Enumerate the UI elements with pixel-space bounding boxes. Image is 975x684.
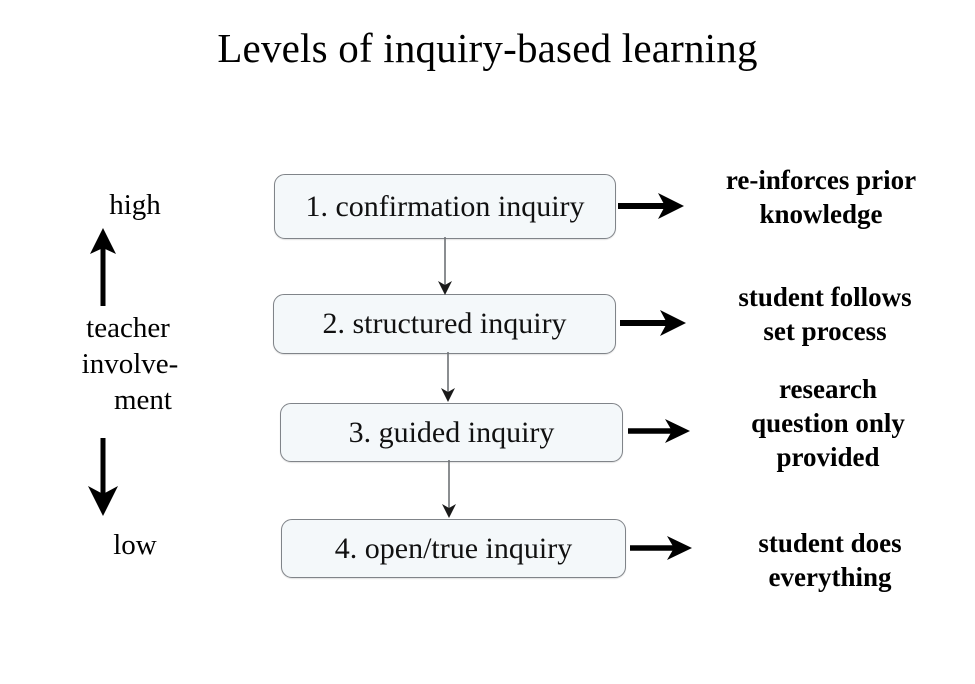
outcome-2-line-2: set process — [763, 316, 887, 346]
teacher-involvement-axis: high teacher involve- ment low — [30, 170, 240, 590]
axis-label-low: low — [113, 529, 157, 561]
outcome-label-2: student follows set process — [684, 280, 966, 348]
outcome-1-line-1: re-inforces prior — [725, 165, 917, 195]
arrow-right-icon-4 — [630, 531, 700, 565]
axis-label-line-3: ment — [114, 384, 172, 416]
outcome-3-line-2: question only — [751, 408, 905, 438]
arrow-right-icon-2 — [620, 306, 690, 340]
outcome-3-line-1: research — [779, 374, 877, 404]
outcome-label-3: research question only provided — [690, 372, 966, 474]
arrow-up-icon — [30, 226, 240, 306]
arrow-right-icon-1 — [618, 189, 688, 223]
flow-step-box-3[interactable]: 3. guided inquiry — [280, 403, 623, 462]
flow-step-box-4[interactable]: 4. open/true inquiry — [281, 519, 626, 578]
connector-arrow-step2-step3 — [436, 352, 460, 412]
axis-label-teacher-involvement: teacher involve- ment — [30, 310, 240, 418]
outcome-2-line-1: student follows — [738, 282, 912, 312]
axis-label-high: high — [109, 189, 161, 221]
outcome-label-1: re-inforces prior knowledge — [680, 163, 962, 231]
flow-step-box-1[interactable]: 1. confirmation inquiry — [274, 174, 616, 239]
outcome-4-line-2: everything — [768, 562, 892, 592]
outcome-3-line-3: provided — [776, 442, 880, 472]
page-title: Levels of inquiry-based learning — [217, 25, 758, 71]
arrow-right-icon-3 — [628, 414, 698, 448]
arrow-down-icon — [30, 438, 240, 518]
flow-step-box-2[interactable]: 2. structured inquiry — [273, 294, 616, 354]
outcome-4-line-1: student does — [758, 528, 902, 558]
axis-label-line-1: teacher — [86, 312, 170, 344]
outcome-1-line-2: knowledge — [759, 199, 883, 229]
connector-arrow-step3-step4 — [437, 460, 461, 520]
axis-label-line-2: involve- — [81, 348, 179, 380]
outcome-label-4: student does everything — [692, 526, 968, 594]
connector-arrow-step1-step2 — [433, 237, 457, 297]
